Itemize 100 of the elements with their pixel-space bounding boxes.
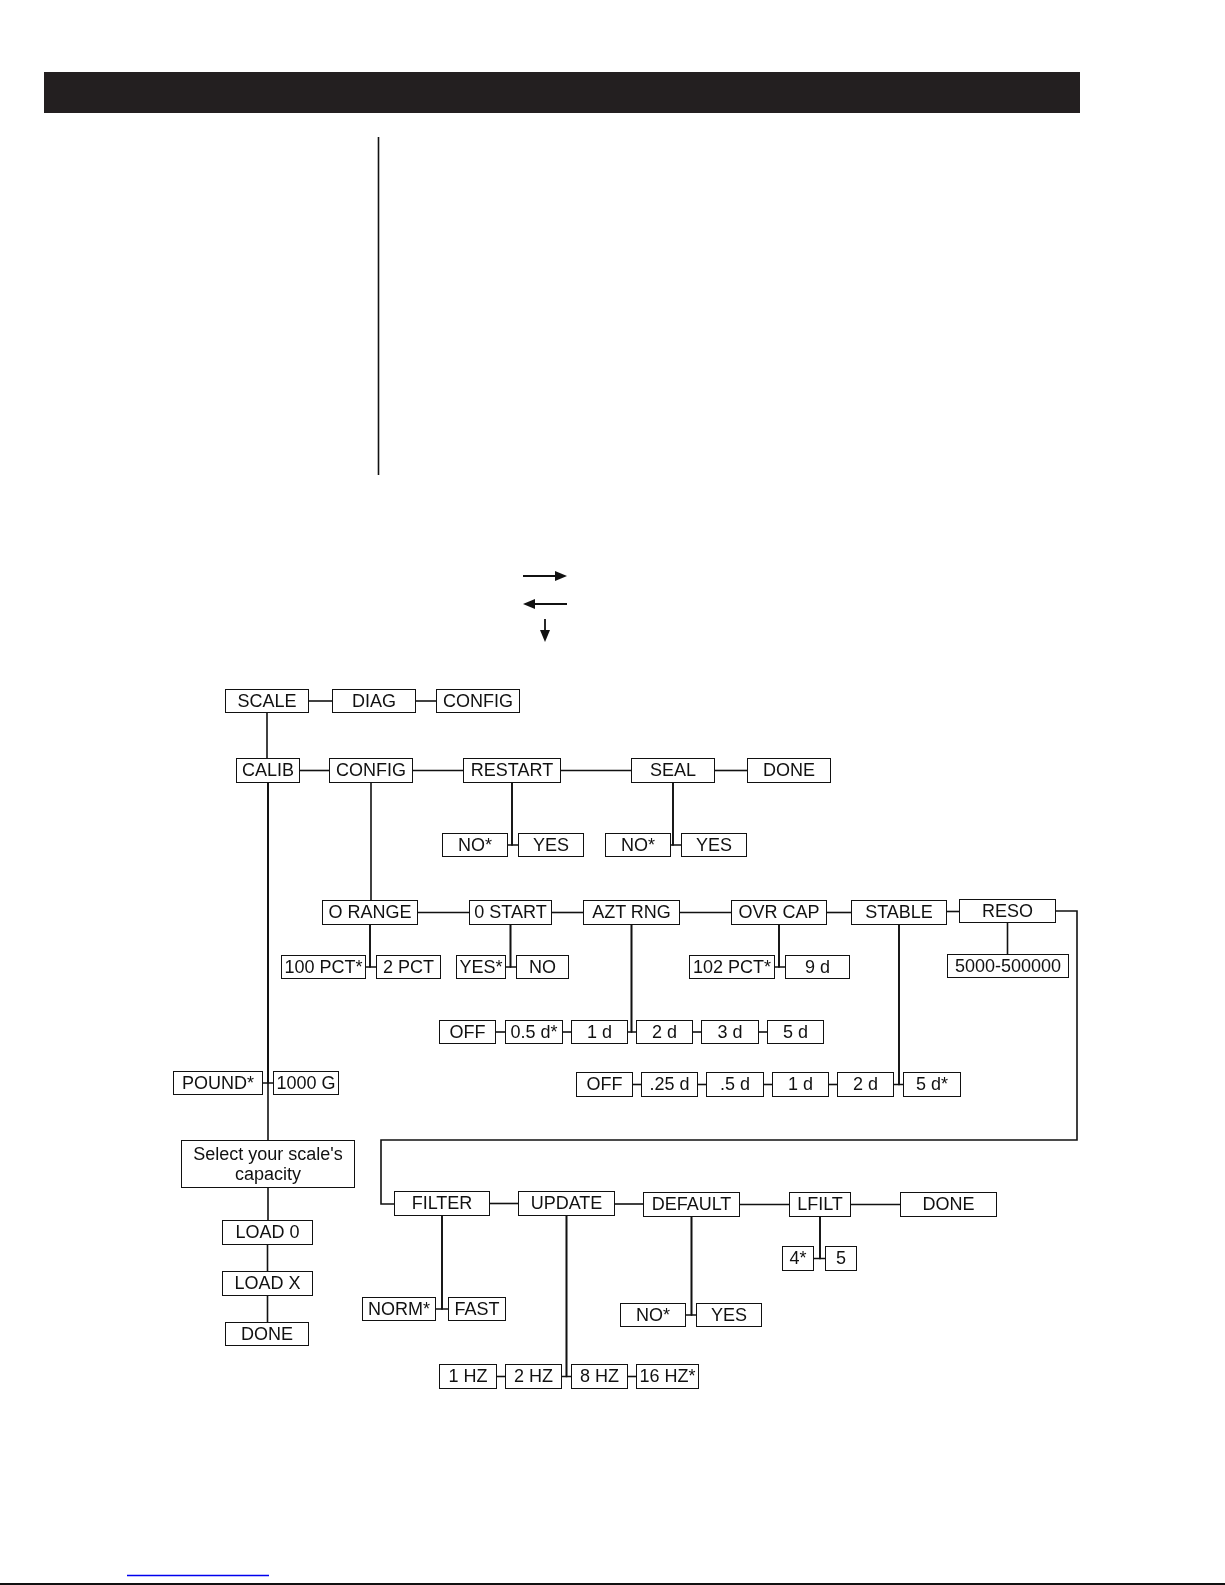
menu-box [329,758,413,783]
connector-line [412,769,464,772]
menu-box [767,1020,824,1044]
menu-box [782,1246,814,1271]
menu-label: AZT RNG [592,902,671,923]
menu-box [322,900,418,925]
connector-line [267,782,269,1141]
connector-line [308,700,333,702]
menu-label: CONFIG [336,760,406,781]
menu-label: 3 d [717,1021,743,1043]
connector-line [778,924,786,968]
menu-box [571,1364,628,1389]
menu-box [222,1271,313,1296]
menu-label: 16 HZ* [639,1366,696,1387]
connector-line [266,1244,269,1272]
connector-line [898,924,904,1086]
connector-line [758,1031,768,1033]
connector-line [714,769,748,772]
menu-label: SCALE [237,690,297,712]
connector-line [614,1203,644,1205]
menu-label: LOAD 0 [235,1222,300,1243]
menu-box [620,1303,686,1327]
menu-label: 2 PCT [383,956,434,978]
menu-box [643,1192,740,1217]
menu-label: OVR CAP [738,902,820,923]
menu-label: DONE [763,760,815,781]
menu-box [439,1364,497,1389]
connector-line [417,911,470,914]
menu-label: FILTER [411,1193,473,1214]
menu-box [696,1303,762,1327]
menu-label: 2 HZ [514,1366,553,1387]
menu-box [772,1072,829,1097]
connector-line [551,911,584,914]
menu-label: OFF [449,1021,486,1043]
connector-line [266,1295,269,1323]
connector-line [441,1215,449,1310]
menu-box [376,955,441,979]
menu-label: RESTART [470,760,554,781]
menu-box [706,1072,764,1097]
menu-box [173,1071,263,1095]
menu-box [436,689,520,713]
menu-box [225,689,309,713]
menu-label: 1000 G [276,1072,336,1094]
menu-box [439,1020,496,1044]
menu-box [518,833,584,857]
menu-box [900,1192,997,1217]
menu-label: NO* [636,1304,670,1326]
connector-line [565,1215,572,1378]
menu-box [571,1020,628,1044]
menu-box [332,689,416,713]
menu-label: 102 PCT* [692,956,771,978]
menu-box [225,1322,309,1346]
menu-label: 1 d [788,1074,813,1095]
menu-label: POUND* [182,1072,254,1094]
menu-box [222,1220,313,1245]
connector-line [509,924,517,968]
menu-label: 8 HZ [580,1366,619,1387]
menu-box [959,899,1056,923]
connector-line [1006,922,1009,955]
menu-label: CALIB [242,760,294,781]
menu-box [516,955,569,979]
connector-line [495,1031,506,1033]
menu-box [448,1297,506,1321]
menu-box [785,955,850,979]
menu-label: YES* [459,956,503,978]
menu-label: 1 HZ [448,1366,488,1387]
connector-line [826,911,852,914]
connector-line [690,1216,697,1316]
menu-box [825,1246,857,1271]
menu-box [505,1020,563,1044]
menu-label: OFF [586,1074,623,1095]
connector-line [692,1031,702,1033]
connector-line [679,911,732,914]
menu-label: DIAG [352,690,396,712]
menu-label: NO* [458,834,492,856]
menu-label: DONE [922,1194,975,1215]
connector-line [370,782,372,901]
menu-label: .5 d [720,1074,750,1095]
connector-line [299,769,330,772]
menu-box [631,758,715,783]
menu-label: UPDATE [530,1193,603,1214]
menu-box [636,1020,693,1044]
menu-box [469,900,552,925]
menu-label: Select your scale's capacity [192,1143,344,1185]
menu-label: DEFAULT [651,1194,732,1215]
menu-label: RESO [982,900,1033,922]
menu-box [641,1072,698,1097]
menu-label: .25 d [649,1074,690,1095]
menu-label: 5 [836,1248,846,1269]
connector-line [267,1187,269,1221]
connector-line [415,700,437,702]
connector-line [562,1031,572,1033]
menu-box [681,833,747,857]
menu-label: 100 PCT* [284,956,363,978]
connector-line [739,1203,790,1206]
menu-box [236,758,300,783]
connector-line [266,712,268,759]
menu-box [731,900,827,925]
connector-line [850,1203,901,1206]
connector-line [489,1202,519,1205]
